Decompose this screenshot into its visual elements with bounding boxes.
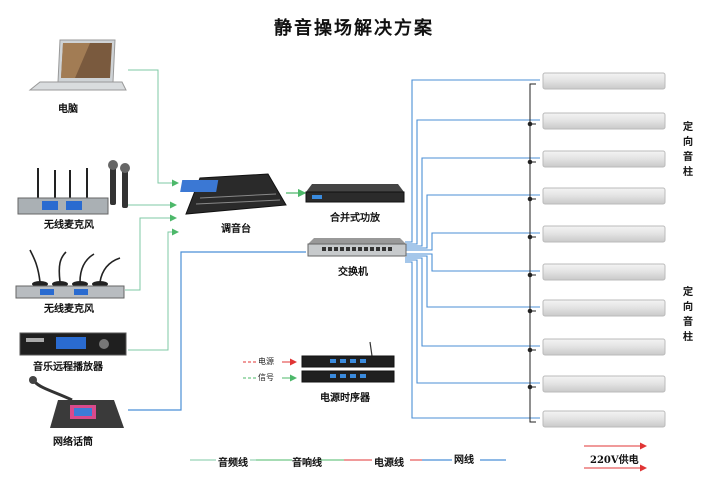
network-mic-label: 网络话筒 xyxy=(53,437,93,448)
amplifier-label: 合并式功放 xyxy=(330,213,380,224)
page-title: 静音操场解决方案 xyxy=(274,18,434,39)
computer-label: 电脑 xyxy=(58,104,78,115)
switch-label: 交换机 xyxy=(338,267,368,278)
legend-power-line: 电源线 xyxy=(374,458,404,469)
speaker-group-2-label: 定向音柱 xyxy=(683,287,693,343)
column-speaker xyxy=(542,187,666,205)
mixer-icon xyxy=(180,173,287,215)
network-switch-icon xyxy=(307,238,407,257)
sequencer-input-arrows xyxy=(243,358,297,382)
gooseneck-mic-icon xyxy=(29,249,121,283)
column-speaker xyxy=(542,375,666,393)
music-player-label: 音乐远程播放器 xyxy=(33,362,103,373)
speaker-group-1-label: 定向音柱 xyxy=(683,122,693,178)
wireless-mic-2-label: 无线麦克风 xyxy=(44,304,94,315)
legend-speaker-line: 音响线 xyxy=(292,458,322,469)
paging-mic-icon xyxy=(29,376,124,428)
power-sequencer-label: 电源时序器 xyxy=(320,393,370,404)
column-speakers xyxy=(542,72,666,428)
column-speaker xyxy=(542,263,666,281)
network-line-mic xyxy=(128,251,306,411)
power-bus xyxy=(527,83,536,423)
column-speaker xyxy=(542,72,666,90)
power-supply-label: 220V供电 xyxy=(590,455,639,466)
column-speaker xyxy=(542,112,666,130)
sequencer-power-input-label: 电源 xyxy=(258,357,274,366)
power-supply-arrows xyxy=(584,442,647,472)
column-speaker xyxy=(542,299,666,317)
mixer-label: 调音台 xyxy=(221,224,251,235)
legend-network-line: 网线 xyxy=(454,455,474,466)
legend-audio-line: 音频线 xyxy=(218,458,248,469)
network-fanout xyxy=(405,79,540,419)
laptop-icon xyxy=(28,39,127,91)
wireless-mic-receiver-icon xyxy=(17,168,109,215)
column-speaker xyxy=(542,225,666,243)
column-speaker xyxy=(542,150,666,168)
conference-mic-base-icon xyxy=(15,281,125,299)
audio-lines xyxy=(125,69,179,351)
power-sequencer-icon xyxy=(301,341,395,383)
amplifier-icon xyxy=(305,184,405,203)
column-speaker xyxy=(542,410,666,428)
sequencer-signal-input-label: 信号 xyxy=(258,373,274,382)
handheld-mic-icon xyxy=(108,160,130,208)
wireless-mic-1-label: 无线麦克风 xyxy=(44,220,94,231)
music-player-icon xyxy=(19,332,127,356)
column-speaker xyxy=(542,338,666,356)
